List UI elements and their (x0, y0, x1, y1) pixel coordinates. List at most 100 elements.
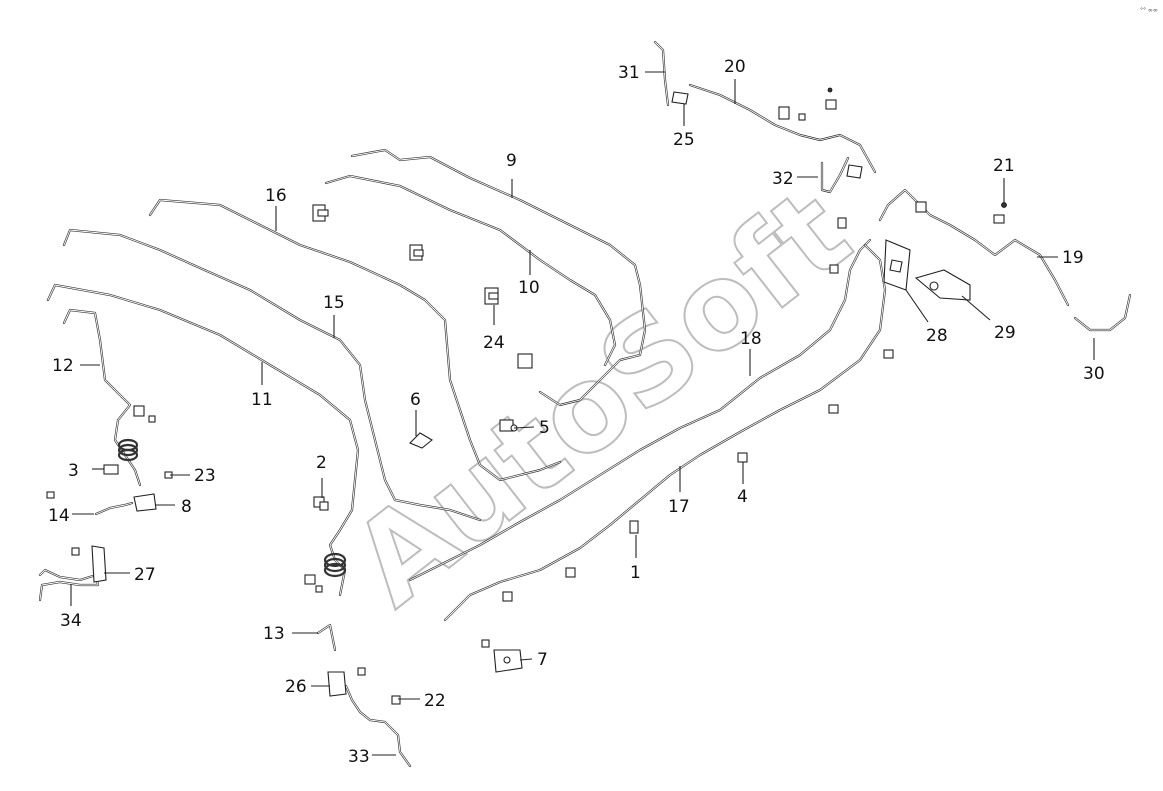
callout-14: 14 (48, 506, 70, 526)
clip-22 (391, 695, 401, 705)
clip-14-a (46, 491, 55, 499)
clip-1 (629, 520, 639, 534)
callout-leaders (70, 71, 1095, 756)
clip-22-b (357, 667, 366, 676)
pipe-32-inner (821, 157, 849, 193)
clip-5-upper (517, 353, 533, 369)
callout-17: 17 (668, 497, 690, 517)
pipe-9-inner (351, 149, 646, 406)
callout-7: 7 (537, 650, 548, 670)
callout-22: 22 (424, 691, 446, 711)
clips-and-brackets (46, 87, 1007, 705)
clip-20-b (825, 87, 837, 110)
callout-24: 24 (483, 333, 505, 353)
clip-group-10 (409, 244, 424, 261)
clip-mid-b (883, 349, 894, 359)
callout-26: 26 (285, 677, 307, 697)
pipe-32 (820, 156, 850, 194)
pipe-14-inner (95, 502, 133, 515)
pipe-coil-1-0 (323, 552, 347, 568)
callout-8: 8 (181, 497, 192, 517)
callout-3: 3 (68, 461, 79, 481)
pipe-coil-1-1 (323, 557, 347, 573)
pipe-10-inner (325, 175, 616, 366)
callout-10: 10 (518, 278, 540, 298)
clip-20-c (798, 113, 806, 121)
brake-pipes (38, 40, 1132, 768)
clip-21 (993, 202, 1007, 224)
pipe-16-inner (149, 199, 561, 481)
clip-3 (103, 464, 119, 475)
callout-25: 25 (673, 130, 695, 150)
pipe-11-inner (47, 284, 359, 596)
callout-5: 5 (539, 418, 550, 438)
bracket-27 (91, 545, 107, 583)
connector-32-bracket (846, 164, 863, 179)
clip-group-16 (312, 204, 329, 222)
callout-29: 29 (994, 323, 1016, 343)
callout-2: 2 (316, 453, 327, 473)
clip-12-a (133, 405, 156, 423)
clip-mid-a (828, 404, 839, 414)
pipe-31-inner (654, 41, 669, 106)
bracket-28 (883, 239, 911, 291)
callout-28: 28 (926, 326, 948, 346)
callout-23: 23 (194, 466, 216, 486)
pipe-30-inner (1074, 294, 1131, 331)
pipe-31 (653, 40, 670, 107)
pipe-18-inner (409, 239, 871, 581)
callout-34: 34 (60, 611, 82, 631)
callout-6: 6 (410, 390, 421, 410)
clip-27-a (71, 547, 80, 556)
clip-24 (484, 287, 499, 305)
callout-32: 32 (772, 169, 794, 189)
clip-2 (313, 496, 329, 511)
clip-4 (737, 452, 748, 463)
callout-9: 9 (506, 151, 517, 171)
callout-31: 31 (618, 63, 640, 83)
pipe-13-inner (317, 624, 336, 651)
callout-4: 4 (737, 487, 748, 507)
callout-18: 18 (740, 329, 762, 349)
connector-18-top (837, 217, 847, 229)
bracket-7 (493, 649, 523, 673)
pipe-coil-0-1 (117, 443, 139, 457)
bracket-26 (327, 671, 347, 697)
callout-1: 1 (630, 563, 641, 583)
connector-19-a (915, 201, 927, 213)
bracket-8 (133, 493, 157, 512)
bracket-29 (914, 269, 971, 301)
callout-20: 20 (724, 57, 746, 77)
clip-mid-c (829, 264, 839, 274)
pipe-19-inner (879, 189, 1069, 306)
callout-11: 11 (251, 390, 273, 410)
callout-33: 33 (348, 747, 370, 767)
pipe-33-inner (345, 685, 411, 767)
pipe-12-inner (63, 309, 141, 486)
clip-13-a (304, 574, 323, 593)
bracket-25 (671, 91, 689, 105)
pipe-coil-1-2 (323, 562, 347, 578)
clip-mid-e (502, 591, 513, 602)
callout-19: 19 (1062, 248, 1084, 268)
clip-20-a (778, 106, 790, 120)
callout-12: 12 (52, 356, 74, 376)
pipe-34-inner (39, 569, 99, 601)
pipe-12 (62, 308, 142, 487)
corner-mark: °° ∞∞ (1140, 7, 1158, 14)
pipe-15-inner (63, 229, 481, 521)
callout-30: 30 (1083, 364, 1105, 384)
callout-16: 16 (265, 186, 287, 206)
callout-13: 13 (263, 624, 285, 644)
callout-21: 21 (993, 156, 1015, 176)
clip-6 (409, 432, 433, 449)
pipe-19 (878, 188, 1070, 307)
clip-mid-d (565, 567, 576, 578)
callout-numbers: 1 2 3 4 5 6 7 8 9 10 11 12 13 14 15 16 1… (48, 57, 1105, 767)
pipe-coil-0-2 (117, 448, 139, 462)
callout-15: 15 (323, 293, 345, 313)
clip-7-a (481, 639, 490, 648)
pipe-20-inner (689, 84, 876, 173)
pipe-17-inner (444, 244, 886, 621)
